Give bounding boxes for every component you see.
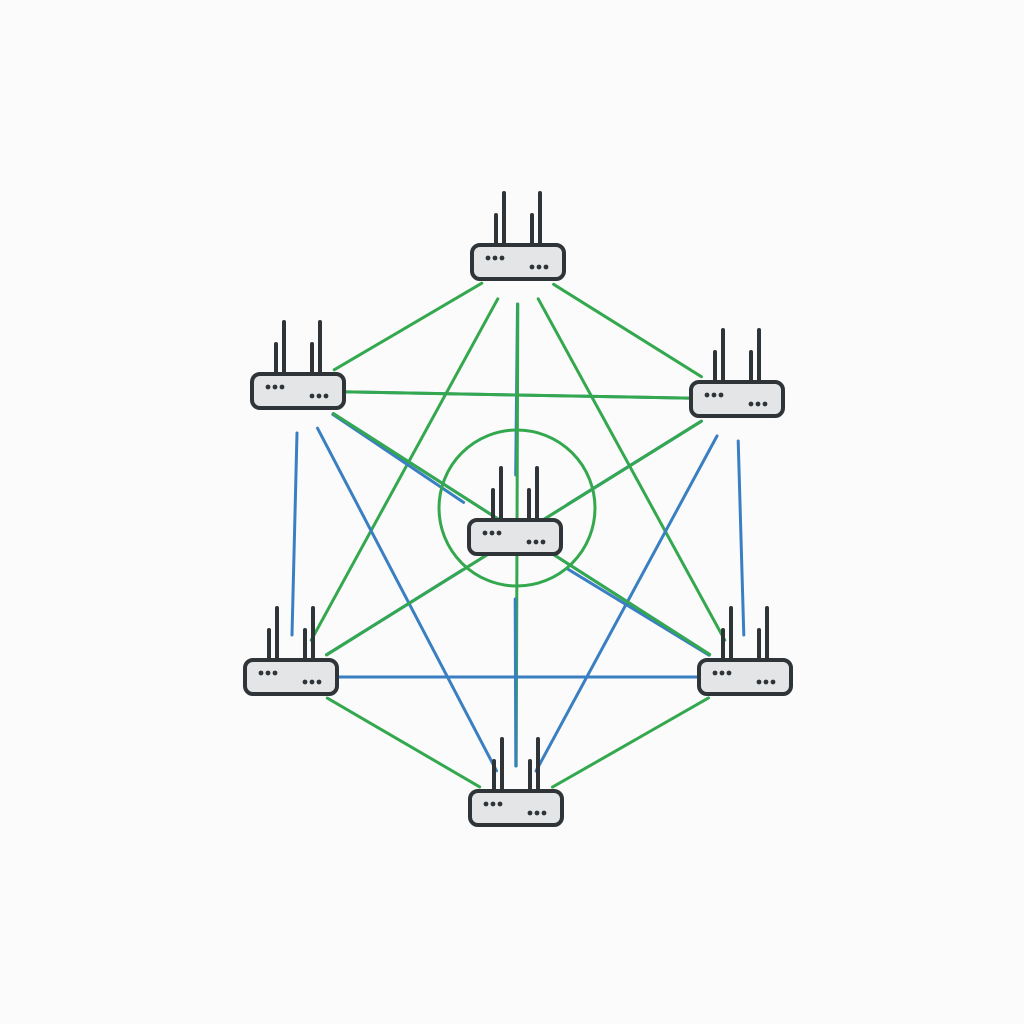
status-led-3 [496, 530, 502, 536]
status-led-6 [770, 679, 776, 685]
link-top-to-upper-left [332, 281, 484, 372]
link-top-to-lower-right [536, 297, 727, 642]
status-led-5 [316, 393, 322, 399]
status-led-2 [492, 255, 498, 261]
wifi-router-icon [470, 191, 566, 281]
router-body [468, 789, 564, 827]
status-led-6 [541, 810, 547, 816]
status-led-1 [483, 801, 489, 807]
status-led-2 [711, 392, 717, 398]
router-bottom [468, 737, 564, 827]
link-upper-right-to-lower-right [736, 439, 746, 637]
link-lower-right-to-bottom [551, 696, 710, 789]
status-led-6 [323, 393, 329, 399]
status-led-4 [309, 393, 315, 399]
status-led-4 [748, 401, 754, 407]
wifi-router-icon [250, 320, 346, 410]
wifi-router-icon [689, 328, 785, 418]
link-top-to-upper-right [552, 282, 703, 379]
router-top [470, 191, 566, 281]
status-led-5 [763, 679, 769, 685]
status-led-4 [529, 264, 535, 270]
status-led-2 [489, 530, 495, 536]
status-led-2 [272, 384, 278, 390]
status-led-6 [543, 264, 549, 270]
status-led-6 [762, 401, 768, 407]
status-led-3 [499, 255, 505, 261]
link-upper-left-to-center [331, 412, 466, 504]
status-led-3 [279, 384, 285, 390]
router-body [243, 658, 339, 696]
status-led-4 [756, 679, 762, 685]
status-led-5 [536, 264, 542, 270]
status-led-5 [534, 810, 540, 816]
link-top-to-lower-left [309, 297, 500, 642]
center-ring [437, 428, 597, 588]
status-led-1 [482, 530, 488, 536]
status-led-3 [272, 670, 278, 676]
status-led-4 [302, 679, 308, 685]
router-upper-left [250, 320, 346, 410]
status-led-1 [704, 392, 710, 398]
router-body [689, 380, 785, 418]
status-led-2 [265, 670, 271, 676]
wifi-router-icon [243, 606, 339, 696]
status-led-5 [309, 679, 315, 685]
status-led-2 [719, 670, 725, 676]
router-body [697, 658, 793, 696]
router-upper-right [689, 328, 785, 418]
status-led-6 [316, 679, 322, 685]
status-led-4 [526, 539, 532, 545]
status-led-2 [490, 801, 496, 807]
router-lower-right [697, 606, 793, 696]
status-led-1 [712, 670, 718, 676]
nodes-layer [243, 191, 793, 827]
link-center-to-bottom [513, 597, 518, 768]
status-led-6 [540, 539, 546, 545]
link-upper-left-to-bottom [316, 426, 498, 773]
link-lower-left-to-bottom [325, 696, 482, 789]
status-led-3 [726, 670, 732, 676]
router-body [467, 518, 563, 556]
link-lower-right-to-center [566, 567, 711, 657]
status-led-5 [755, 401, 761, 407]
wifi-router-icon [467, 466, 563, 556]
status-led-5 [533, 539, 539, 545]
wifi-router-icon [697, 606, 793, 696]
link-upper-left-to-lower-left [290, 431, 299, 637]
status-led-3 [718, 392, 724, 398]
router-lower-left [243, 606, 339, 696]
router-body [470, 243, 566, 281]
link-upper-left-to-upper-right [338, 390, 697, 400]
status-led-1 [485, 255, 491, 261]
status-led-1 [258, 670, 264, 676]
status-led-1 [265, 384, 271, 390]
router-center [467, 466, 563, 556]
router-body [250, 372, 346, 410]
status-led-3 [497, 801, 503, 807]
wifi-router-icon [468, 737, 564, 827]
status-led-4 [527, 810, 533, 816]
